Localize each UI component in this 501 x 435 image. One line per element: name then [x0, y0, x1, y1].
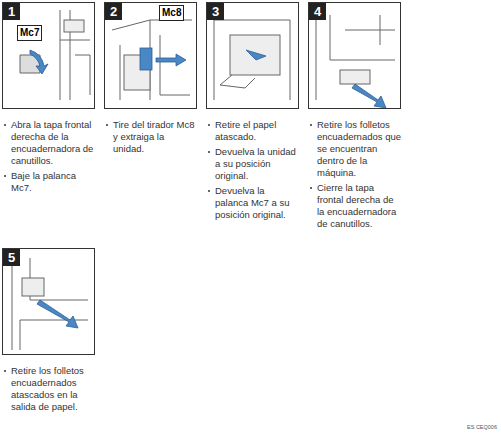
instruction-text: Abra la tapa frontal derecha de la encua… [4, 119, 96, 167]
step-number: 3 [207, 3, 224, 20]
instruction-list: Abra la tapa frontal derecha de la encua… [4, 119, 96, 197]
instruction-body: Retire el papel atascado. [215, 119, 276, 142]
instruction-body: Cierre la tapa frontal derecha de la enc… [317, 182, 396, 229]
bullet [4, 175, 6, 177]
part-name: Mc8 [162, 7, 181, 18]
step-number: 2 [105, 3, 122, 20]
instruction-list: Retire los folletos encuadernados atasca… [4, 365, 96, 416]
part-callout: Mc8 [159, 5, 184, 21]
instruction-list: Retire los folletos encuadernados que se… [310, 119, 402, 233]
step-number: 4 [309, 3, 326, 20]
bullet [4, 124, 6, 126]
step-panel: 5 [2, 248, 95, 355]
instruction-text: Baje la palanca Mc7. [4, 170, 96, 194]
step-panel: 2 Mc8 [104, 2, 197, 109]
instruction-text: Retire el papel atascado. [208, 119, 300, 143]
instruction-body: Retire los folletos encuadernados que se… [317, 119, 401, 178]
instruction-text: Cierre la tapa frontal derecha de la enc… [310, 182, 402, 230]
instruction-body: Retire los folletos encuadernados atasca… [11, 365, 84, 412]
instruction-text: Retire los folletos encuadernados que se… [310, 119, 402, 179]
step-panel: 4 [308, 2, 401, 109]
instruction-body: Tire del tirador Mc8 y extraiga la unida… [113, 119, 194, 154]
bullet [310, 124, 312, 126]
instruction-list: Retire el papel atascado. Devuelva la uni… [208, 119, 300, 224]
instruction-list: Tire del tirador Mc8 y extraiga la unida… [106, 119, 198, 158]
instruction-body: Baje la palanca Mc7. [11, 170, 76, 193]
part-callout: Mc7 [17, 25, 42, 41]
bullet [208, 124, 210, 126]
step-number: 5 [3, 249, 20, 266]
bullet [4, 370, 6, 372]
step-number: 1 [3, 3, 20, 20]
instruction-body: Devuelva la palanca Mc7 a su posición or… [215, 185, 289, 220]
instruction-body: Abra la tapa frontal derecha de la encua… [11, 119, 93, 166]
bullet [208, 151, 210, 153]
step-panel: 3 [206, 2, 299, 109]
bullet [208, 190, 210, 192]
bullet [310, 187, 312, 189]
figure-code: ES CEQ006 [467, 424, 497, 430]
part-name: Mc7 [20, 27, 39, 38]
instruction-body: Devuelva la unidad a su posición origina… [215, 146, 296, 181]
bullet [106, 124, 108, 126]
step-panel: 1Mc7 [2, 2, 95, 109]
instruction-text: Devuelva la palanca Mc7 a su posición or… [208, 185, 300, 221]
instruction-text: Devuelva la unidad a su posición origina… [208, 146, 300, 182]
instruction-text: Retire los folletos encuadernados atasca… [4, 365, 96, 413]
instruction-text: Tire del tirador Mc8 y extraiga la unida… [106, 119, 198, 155]
